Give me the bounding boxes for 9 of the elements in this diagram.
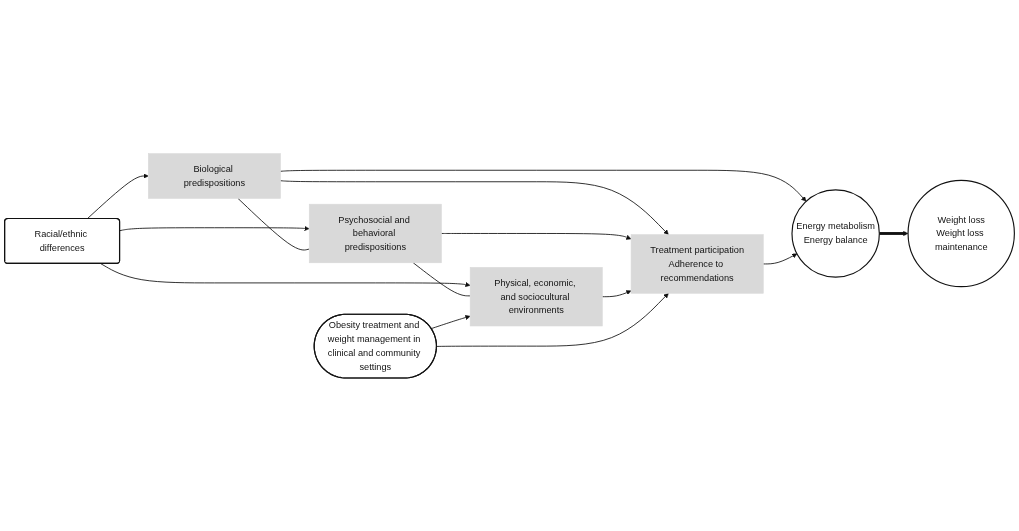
node-box: Treatment participation Adherence to recommendations: [630, 234, 764, 294]
node-box: Psychosocial and behavioral predispositions: [308, 203, 442, 263]
connector: [237, 197, 310, 251]
node-circle: Energy metabolism Energy balance: [791, 188, 880, 278]
node-box: Physical, economic, and sociocultural environments: [469, 266, 603, 326]
node-circle: Weight loss Weight loss maintenance: [907, 179, 1015, 287]
arrow: [879, 230, 909, 236]
connector: [412, 262, 471, 296]
node-box: Biological predispositions: [148, 153, 281, 199]
